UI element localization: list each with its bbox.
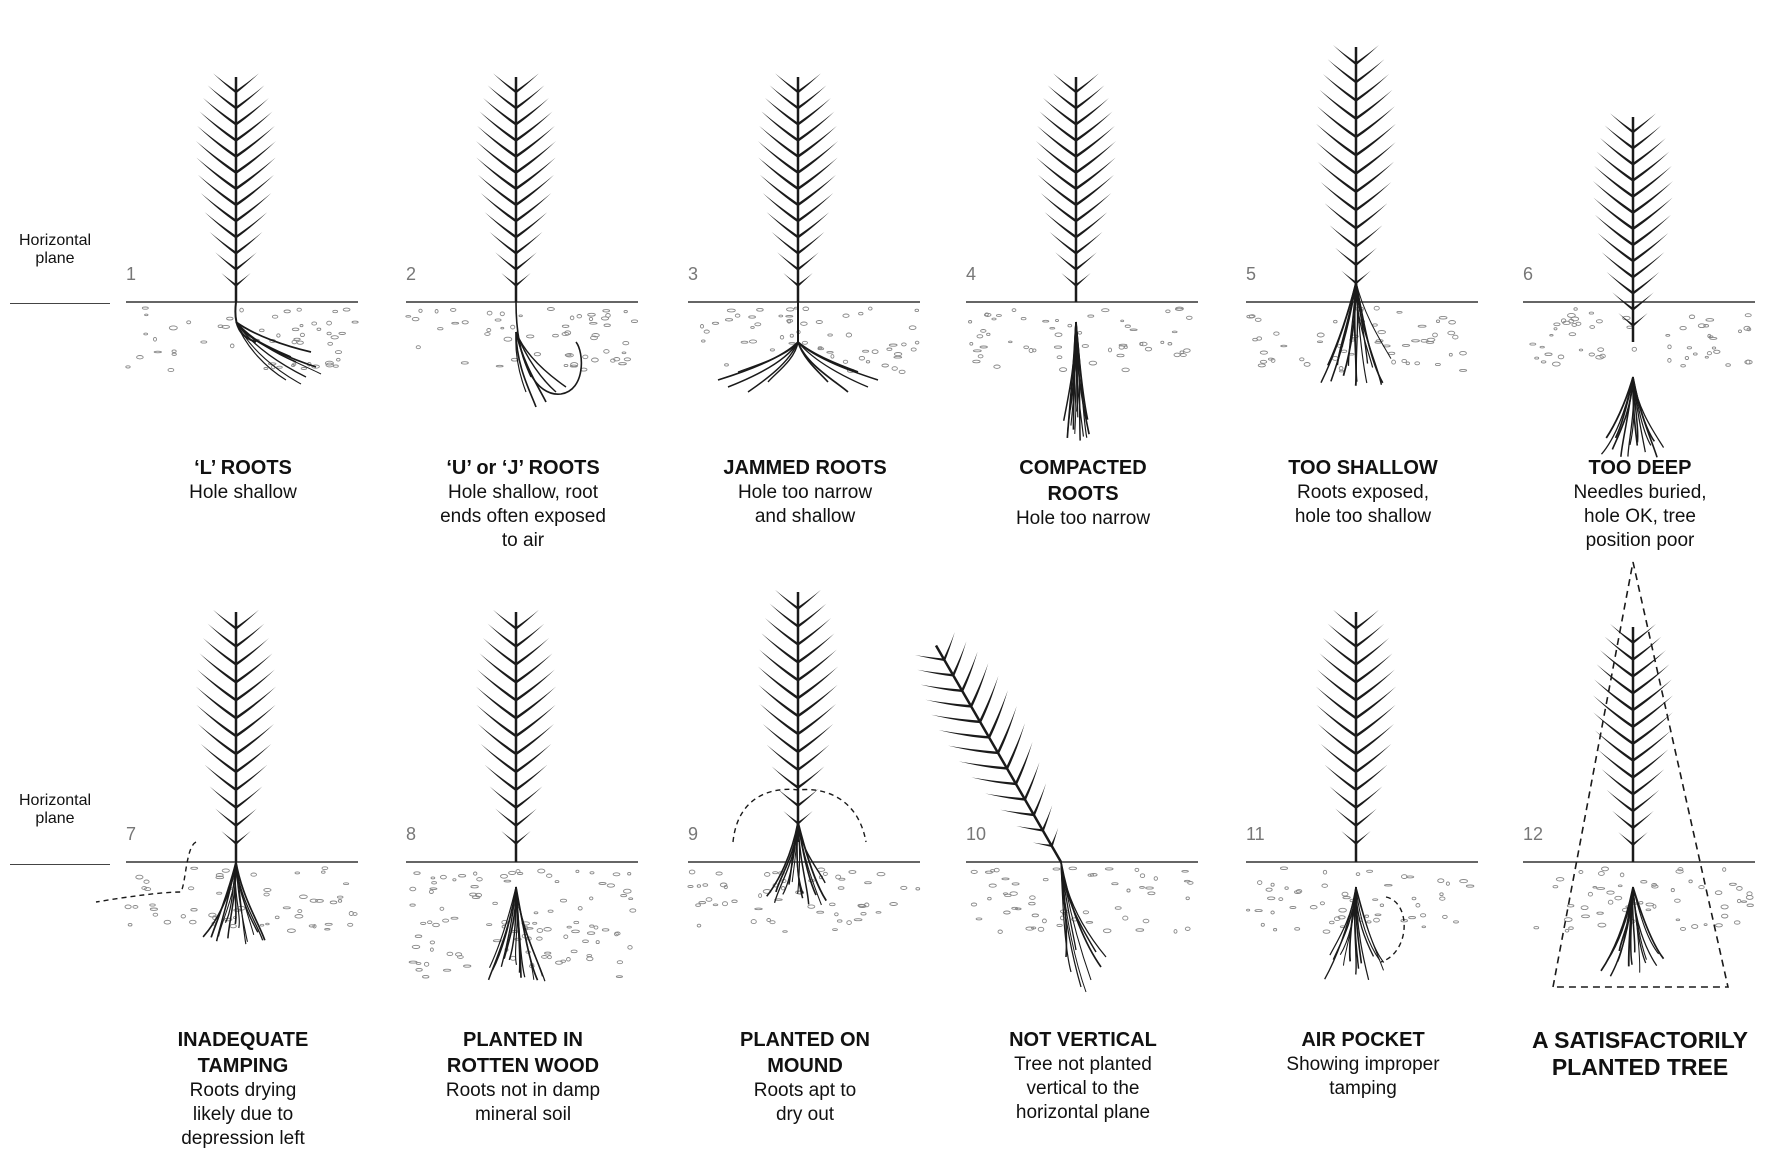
horizontal-plane-label-row2: Horizontal plane <box>5 792 105 828</box>
panel-description: mineral soil <box>398 1103 648 1127</box>
roots-icon <box>1325 887 1384 980</box>
panel-caption: A SATISFACTORILYPLANTED TREE <box>1515 1027 1765 1081</box>
panel-description: Roots apt to <box>680 1079 930 1103</box>
seedling-icon <box>758 590 838 842</box>
roots-icon <box>203 862 265 944</box>
panel-number: 9 <box>688 824 698 845</box>
panel-title: A SATISFACTORILY <box>1515 1027 1765 1054</box>
seedling-icon <box>1593 624 1673 862</box>
panel-number: 11 <box>1246 824 1265 845</box>
panel-description: Roots drying <box>118 1079 368 1103</box>
panel-description: dry out <box>680 1103 930 1127</box>
panel-description: tamping <box>1238 1077 1488 1101</box>
seedling-icon <box>1316 610 1396 862</box>
roots-icon <box>489 887 545 981</box>
panel-description: Showing improper <box>1238 1053 1488 1077</box>
panel-illustration <box>958 0 1208 1151</box>
panel-illustration <box>680 0 930 1151</box>
roots-icon <box>1061 862 1106 992</box>
side-label-line2: plane <box>5 810 105 828</box>
panel-description: Roots not in damp <box>398 1079 648 1103</box>
panel-illustration <box>1238 0 1488 1151</box>
panel-title: PLANTED ON <box>680 1027 930 1053</box>
panel-title: NOT VERTICAL <box>958 1027 1208 1053</box>
panel-description: Tree not planted <box>958 1053 1208 1077</box>
panel-caption: AIR POCKETShowing impropertamping <box>1238 1027 1488 1101</box>
panel-number: 12 <box>1523 824 1543 845</box>
panel-title: MOUND <box>680 1053 930 1079</box>
horizontal-plane-label-row1: Horizontal plane <box>5 232 105 268</box>
panel-caption: PLANTED INROTTEN WOODRoots not in dampmi… <box>398 1027 648 1127</box>
panel-description: vertical to the <box>958 1077 1208 1101</box>
panel-caption: NOT VERTICALTree not plantedvertical to … <box>958 1027 1208 1125</box>
horizontal-plane-rule-row1 <box>10 303 110 304</box>
side-label-line1: Horizontal <box>5 232 105 250</box>
panel-number: 10 <box>966 824 986 845</box>
panel-title: PLANTED TREE <box>1515 1054 1765 1081</box>
roots-icon <box>767 822 826 905</box>
soil-texture <box>125 867 357 933</box>
panel-description: depression left <box>118 1127 368 1151</box>
panel-illustration <box>118 0 368 1151</box>
seedling-icon <box>476 610 556 862</box>
side-label-line2: plane <box>5 250 105 268</box>
panel-description: likely due to <box>118 1103 368 1127</box>
panel-number: 8 <box>406 824 416 845</box>
panel-title: INADEQUATE <box>118 1027 368 1053</box>
soil-texture <box>688 868 920 932</box>
side-label-line1: Horizontal <box>5 792 105 810</box>
panel-caption: INADEQUATETAMPINGRoots dryinglikely due … <box>118 1027 368 1151</box>
panel-caption: PLANTED ONMOUNDRoots apt todry out <box>680 1027 930 1127</box>
panel-title: ROTTEN WOOD <box>398 1053 648 1079</box>
panel-title: PLANTED IN <box>398 1027 648 1053</box>
panel-number: 7 <box>126 824 136 845</box>
seedling-icon <box>196 610 276 862</box>
horizontal-plane-rule-row2 <box>10 864 110 865</box>
panel-description: horizontal plane <box>958 1101 1208 1125</box>
panel-illustration <box>398 0 648 1151</box>
panel-title: AIR POCKET <box>1238 1027 1488 1053</box>
panel-illustration <box>1515 0 1765 1151</box>
panel-title: TAMPING <box>118 1053 368 1079</box>
